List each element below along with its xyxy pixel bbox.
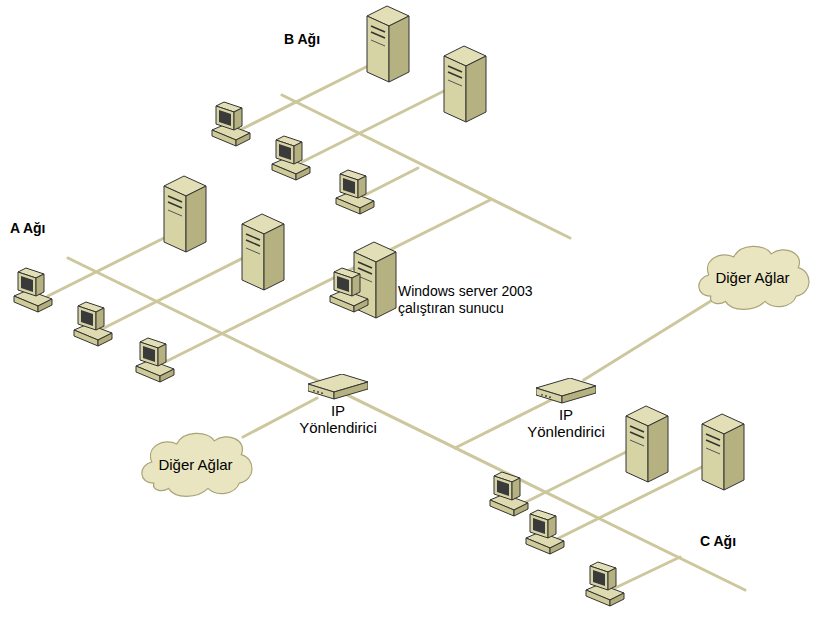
ip-router: IP Yönlendirici	[536, 378, 626, 440]
network-cloud: Diğer Ağlar	[133, 425, 258, 499]
cloud-label: Diğer Ağlar	[133, 456, 258, 473]
cloud-label: Diğer Ağlar	[690, 269, 815, 286]
network-wires	[48, 55, 745, 590]
network-link	[584, 300, 712, 380]
server-caption: Windows server 2003 çalıştıran sunucu	[398, 283, 566, 317]
ip-router: IP Yönlendirici	[308, 374, 398, 436]
network-name: A Ağı	[10, 220, 46, 237]
network-name: C Ağı	[700, 533, 736, 550]
router-icon	[308, 374, 368, 400]
computers-and-servers	[14, 6, 744, 606]
router-label: IP Yönlendirici	[521, 406, 611, 440]
router-icon	[536, 378, 596, 404]
network-name: B Ağı	[284, 31, 320, 48]
router-label: IP Yönlendirici	[293, 402, 383, 436]
network-cloud: Diğer Ağlar	[690, 238, 815, 312]
